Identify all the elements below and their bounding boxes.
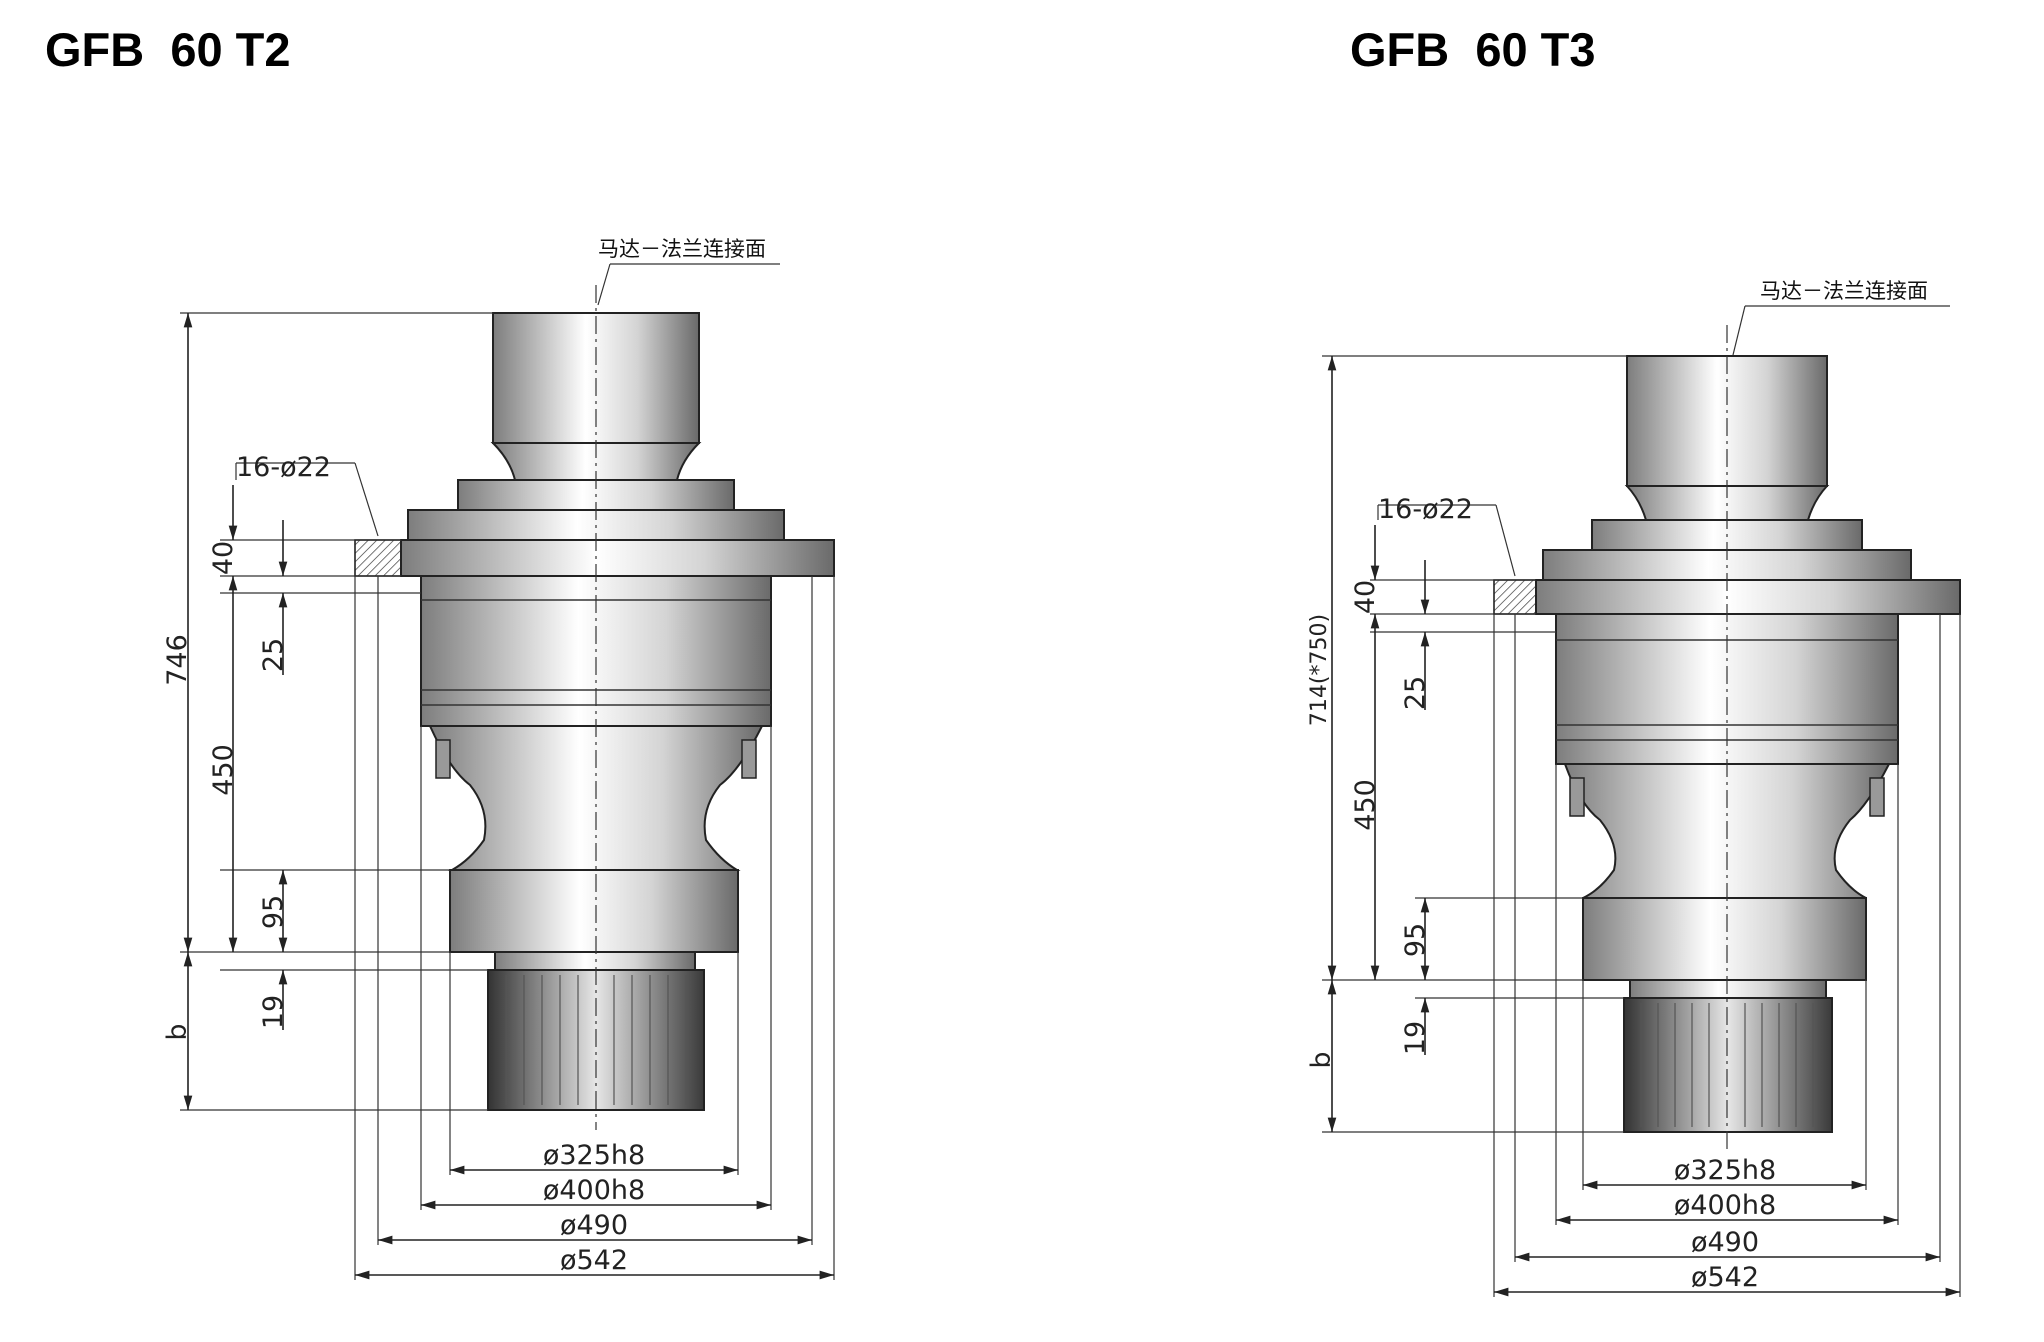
- dim-dia-490: ø490: [560, 1210, 628, 1241]
- vertical-dimensions-right: [1327, 356, 1516, 1132]
- title-gfb-60-t3: GFB 60 T3: [1350, 23, 1596, 76]
- dim-shaft-gap: 19: [258, 995, 289, 1029]
- dim-overall-height: 714(*750): [1307, 614, 1332, 726]
- note-text: 马达－法兰连接面: [1760, 279, 1928, 303]
- vertical-dimensions-left: [183, 313, 379, 1110]
- dim-pinion-height: b: [1306, 1051, 1337, 1068]
- note-text: 马达－法兰连接面: [598, 237, 766, 261]
- dim-dia-542: ø542: [1691, 1262, 1759, 1293]
- dim-lower-height: 95: [258, 895, 289, 929]
- extension-lines-right: [1322, 355, 1961, 1297]
- dim-dia-400: ø400h8: [1674, 1190, 1776, 1221]
- dim-dia-490: ø490: [1691, 1227, 1759, 1258]
- motor-flange-note-right: 马达－法兰连接面: [1732, 279, 1950, 356]
- dim-flange-thickness: 40: [1350, 580, 1381, 614]
- dim-pinion-height: b: [162, 1023, 193, 1040]
- dim-dia-325: ø325h8: [1674, 1155, 1776, 1186]
- dim-spigot-height: 25: [258, 638, 289, 672]
- dim-flange-thickness: 40: [208, 541, 239, 575]
- dim-dia-400: ø400h8: [543, 1175, 645, 1206]
- diameter-dimensions-left: ø325h8 ø400h8 ø490 ø542: [355, 1140, 834, 1280]
- motor-flange-note-left: 马达－法兰连接面: [597, 237, 780, 306]
- dim-dia-542: ø542: [560, 1245, 628, 1276]
- vertical-dim-labels-left: 746 40 450 25 95 19 b 16-ø22: [162, 452, 331, 1041]
- dim-body-height: 450: [208, 744, 239, 796]
- vertical-dim-labels-right: 714(*750) 40 450 25 95 19 b 16-ø22: [1306, 494, 1473, 1069]
- hole-callout: 16-ø22: [236, 452, 331, 483]
- dim-shaft-gap: 19: [1400, 1021, 1431, 1055]
- dim-lower-height: 95: [1400, 923, 1431, 957]
- dim-overall-height: 746: [162, 634, 193, 686]
- extension-lines-left: [180, 312, 835, 1280]
- title-gfb-60-t2: GFB 60 T2: [45, 23, 291, 76]
- dim-dia-325: ø325h8: [543, 1140, 645, 1171]
- dim-body-height: 450: [1350, 779, 1381, 831]
- diameter-dimensions-right: ø325h8 ø400h8 ø490 ø542: [1494, 1155, 1960, 1297]
- hole-callout: 16-ø22: [1378, 494, 1473, 525]
- dim-spigot-height: 25: [1400, 676, 1431, 710]
